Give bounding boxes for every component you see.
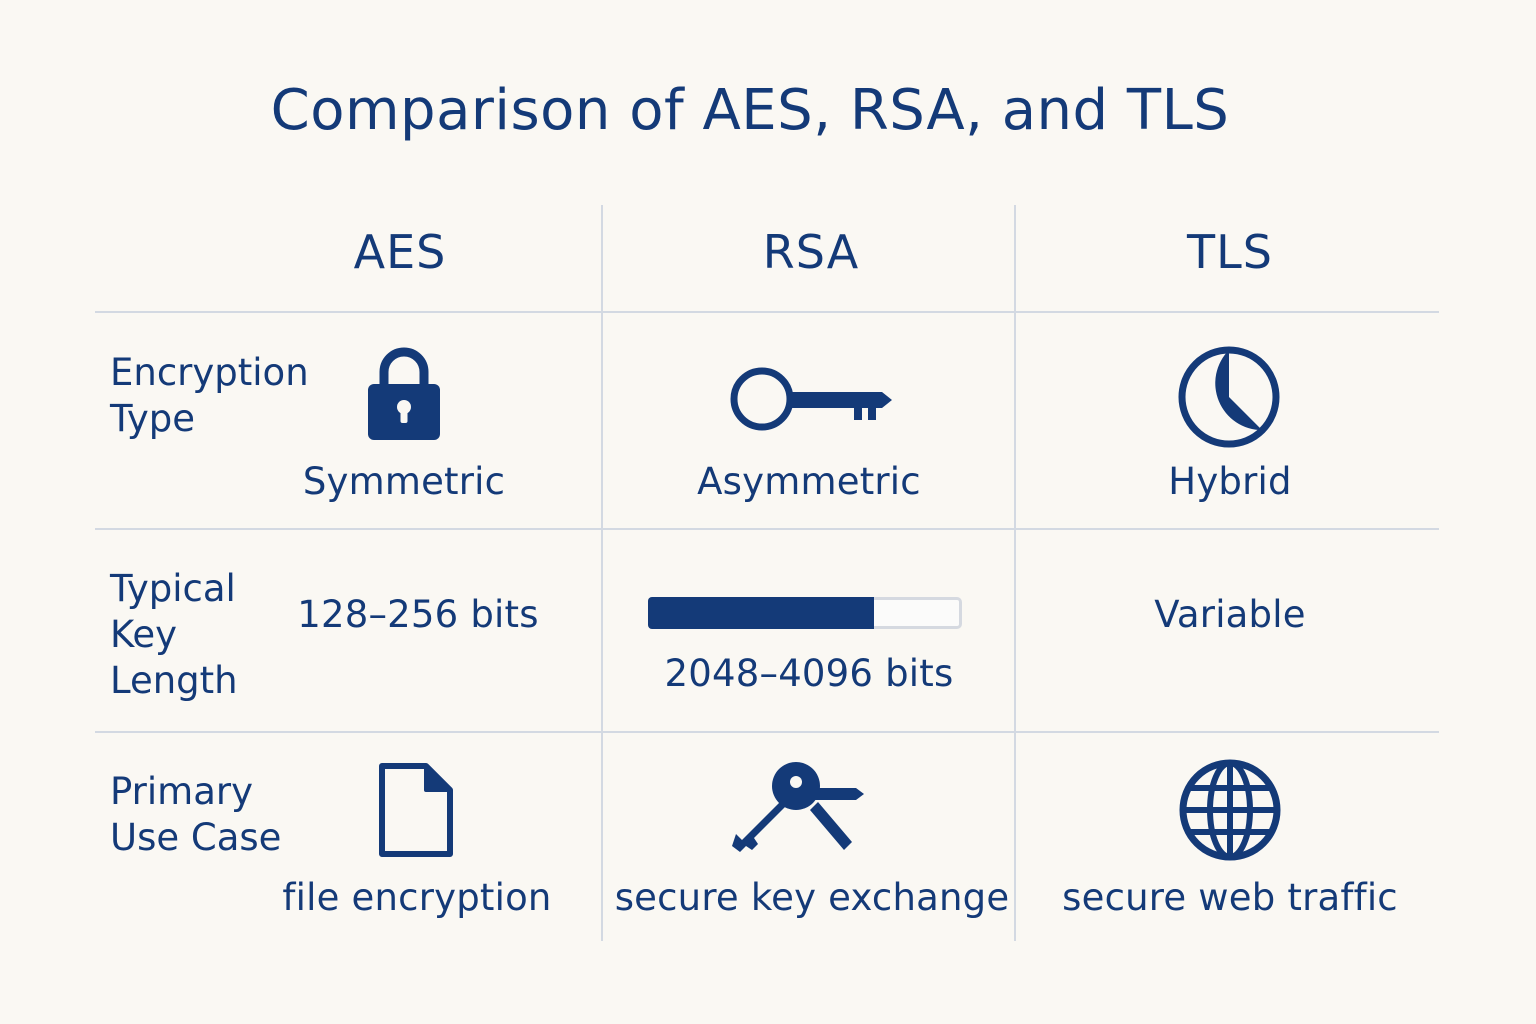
cell-tls-use-case: secure web traffic [1062,876,1398,919]
key-length-bar-fill [648,597,874,629]
row-label-line: Key [110,613,178,656]
grid-hline-1 [95,311,1439,313]
key-length-bar [648,597,962,629]
row-label-line: Encryption [110,351,309,394]
row-label-line: Type [110,397,195,440]
row-label-line: Use Case [110,816,282,859]
document-icon [379,763,453,857]
grid-vline-1 [601,205,603,941]
key-icon [730,367,892,431]
globe-icon [1179,759,1281,861]
cell-aes-encryption-type: Symmetric [302,460,506,503]
cell-rsa-encryption-type: Asymmetric [697,460,921,503]
column-header-aes: AES [353,225,447,279]
lock-icon [368,347,440,440]
cell-rsa-use-case: secure key exchange [614,876,1010,919]
keys-icon [732,762,864,852]
cell-tls-key-length: Variable [1154,593,1306,636]
cell-aes-key-length: 128–256 bits [297,593,539,636]
cell-aes-use-case: file encryption [282,876,552,919]
row-label-line: Length [110,659,238,702]
row-label-line: Typical [110,567,236,610]
grid-hline-3 [95,731,1439,733]
pie-chart-icon [1178,346,1280,448]
cell-rsa-key-length: 2048–4096 bits [664,652,954,695]
row-label-key-length: Typical Key Length [110,566,350,704]
row-label-line: Primary [110,770,253,813]
column-header-tls: TLS [1187,225,1273,279]
row-label-encryption-type: Encryption Type [110,350,350,442]
page-title: Comparison of AES, RSA, and TLS [270,78,1230,143]
cell-tls-encryption-type: Hybrid [1168,460,1292,503]
grid-hline-2 [95,528,1439,530]
grid-vline-2 [1014,205,1016,941]
column-header-rsa: RSA [762,225,860,279]
row-label-use-case: Primary Use Case [110,769,350,861]
